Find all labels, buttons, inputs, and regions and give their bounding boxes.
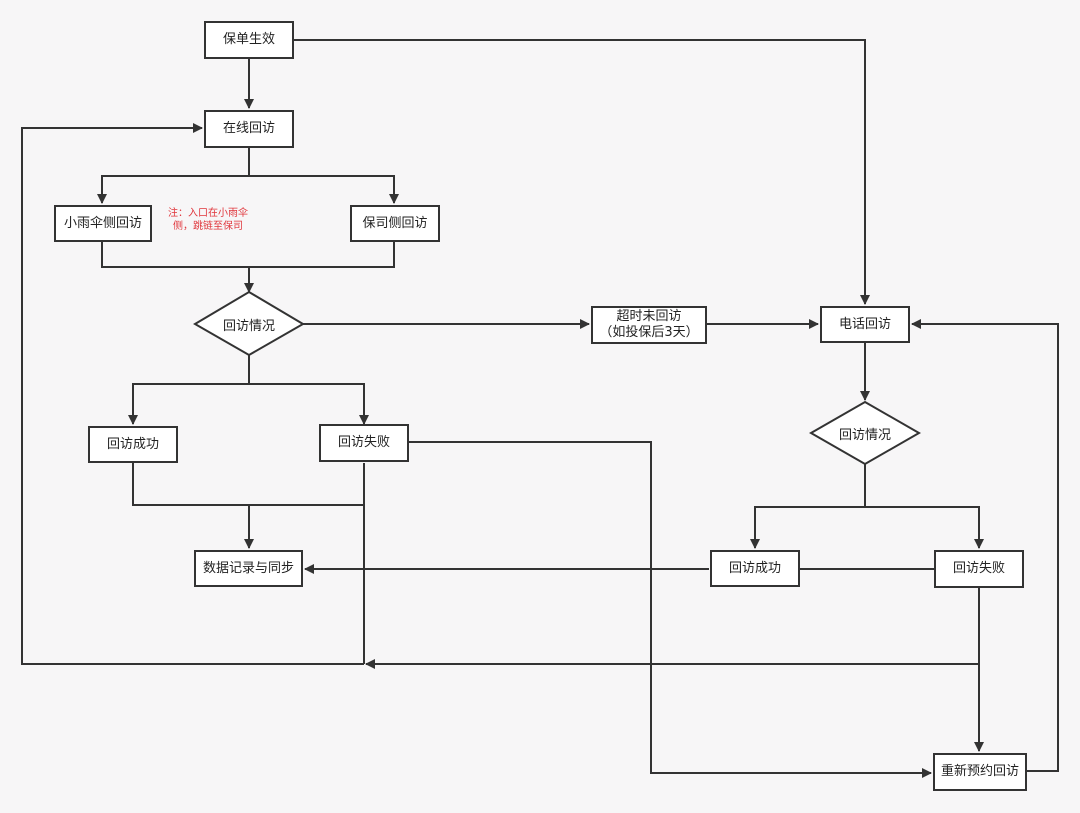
decision-diamond-2 xyxy=(808,400,922,466)
edge-merge-right xyxy=(249,242,395,268)
edge-diamond1-split xyxy=(128,355,250,425)
edge-loop-to-online xyxy=(21,123,364,665)
node-success-2: 回访成功 xyxy=(710,550,800,587)
edge-fail1-to-reschedule xyxy=(409,441,932,778)
edge-success1-merge xyxy=(132,463,364,506)
note-line-1: 注：入口在小雨伞 xyxy=(168,208,248,219)
edge-policy-to-phone xyxy=(294,39,870,305)
node-insurer-visit: 保司侧回访 xyxy=(350,205,440,242)
edge-diamond2-split-right xyxy=(865,506,984,549)
edge-online-split xyxy=(97,148,250,204)
red-annotation-note: 注：入口在小雨伞 侧，跳链至保司 xyxy=(158,207,258,233)
decision-label-1: 回访情况 xyxy=(222,318,275,334)
decision-diamond-1 xyxy=(193,290,305,357)
node-fail-1: 回访失败 xyxy=(319,424,409,462)
edge-reschedule-to-phone xyxy=(911,319,1059,772)
node-timeout: 超时未回访 （如投保后3天） xyxy=(591,306,707,344)
edge-diamond2-split xyxy=(750,464,866,549)
node-policy-effective: 保单生效 xyxy=(204,21,294,59)
node-online-visit: 在线回访 xyxy=(204,110,294,148)
node-fail-2: 回访失败 xyxy=(934,550,1024,588)
node-xiaoyusan-visit: 小雨伞侧回访 xyxy=(54,205,152,242)
edge-merge-left xyxy=(101,242,249,268)
node-reschedule: 重新预约回访 xyxy=(933,753,1027,791)
decision-label-2: 回访情况 xyxy=(838,427,891,443)
node-data-sync: 数据记录与同步 xyxy=(194,550,303,587)
timeout-line-2: （如投保后3天） xyxy=(599,325,699,340)
note-line-2: 侧，跳链至保司 xyxy=(173,221,243,232)
edge-online-split-right xyxy=(249,175,399,204)
node-phone-visit: 电话回访 xyxy=(820,306,910,343)
timeout-line-1: 超时未回访 xyxy=(616,309,682,325)
edge-diamond1-split-right xyxy=(249,383,369,425)
node-success-1: 回访成功 xyxy=(88,426,178,463)
